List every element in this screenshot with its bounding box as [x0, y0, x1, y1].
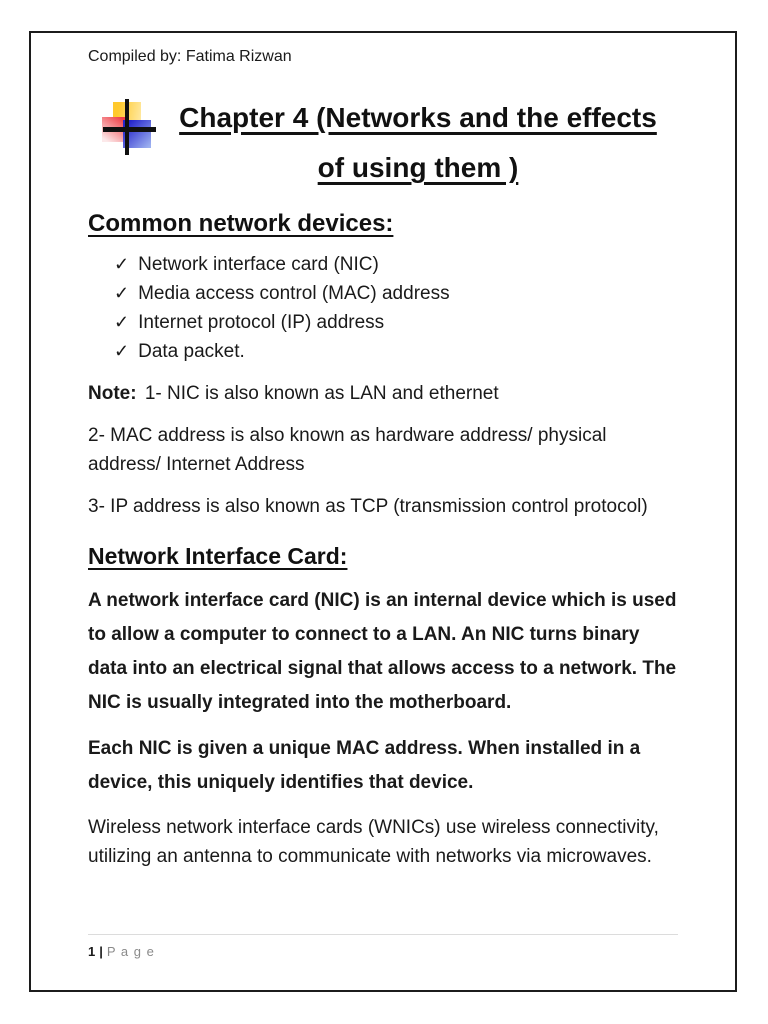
chapter-title-block: Chapter 4 (Networks and the effects of u… — [88, 93, 678, 193]
chapter-title: Chapter 4 (Networks and the effects of u… — [179, 102, 657, 183]
note-label: Note: — [88, 383, 142, 404]
nic-paragraph-2: Each NIC is given a unique MAC address. … — [88, 738, 641, 793]
page-footer: 1|P a g e — [88, 934, 678, 960]
note-paragraph-1: Note: 1- NIC is also known as LAN and et… — [88, 379, 678, 408]
common-devices-list: ✓ Network interface card (NIC) ✓ Media acce… — [88, 250, 678, 366]
common-devices-heading: Common network devices: — [88, 210, 394, 237]
wnic-paragraph: Wireless network interface cards (WNICs)… — [88, 817, 659, 867]
nic-heading: Network Interface Card: — [88, 543, 348, 569]
footer-divider — [88, 934, 678, 935]
colored-cross-bullet-icon — [102, 99, 158, 157]
checkmark-icon: ✓ — [114, 254, 130, 274]
compiled-by-line: Compiled by: Fatima Rizwan — [88, 48, 292, 65]
footer-page-word: P a g e — [106, 944, 155, 959]
checklist-item-label: Internet protocol (IP) address — [138, 312, 385, 333]
checklist-item: ✓ Network interface card (NIC) — [114, 250, 678, 279]
note-paragraph-3: 3- IP address is also known as TCP (tran… — [88, 496, 648, 517]
document-page: Compiled by: Fatima Rizwan Chapter 4 (Ne… — [29, 31, 737, 992]
nic-paragraph-1: A network interface card (NIC) is an int… — [88, 590, 677, 713]
checkmark-icon: ✓ — [114, 341, 130, 361]
footer-separator: | — [99, 944, 103, 959]
checklist-item: ✓ Internet protocol (IP) address — [114, 308, 678, 337]
checklist-item-label: Media access control (MAC) address — [138, 283, 450, 304]
checkmark-icon: ✓ — [114, 312, 130, 332]
note-1-text: 1- NIC is also known as LAN and ethernet — [144, 383, 499, 404]
checklist-item: ✓ Data packet. — [114, 337, 678, 366]
note-paragraph-2: 2- MAC address is also known as hardware… — [88, 425, 607, 475]
checklist-item-label: Data packet. — [138, 341, 245, 362]
bullet-cross-horizontal — [103, 127, 156, 132]
checkmark-icon: ✓ — [114, 283, 130, 303]
page-number: 1 — [88, 944, 96, 959]
footer-text: 1|P a g e — [88, 944, 678, 960]
checklist-item-label: Network interface card (NIC) — [138, 254, 379, 275]
checklist-item: ✓ Media access control (MAC) address — [114, 279, 678, 308]
